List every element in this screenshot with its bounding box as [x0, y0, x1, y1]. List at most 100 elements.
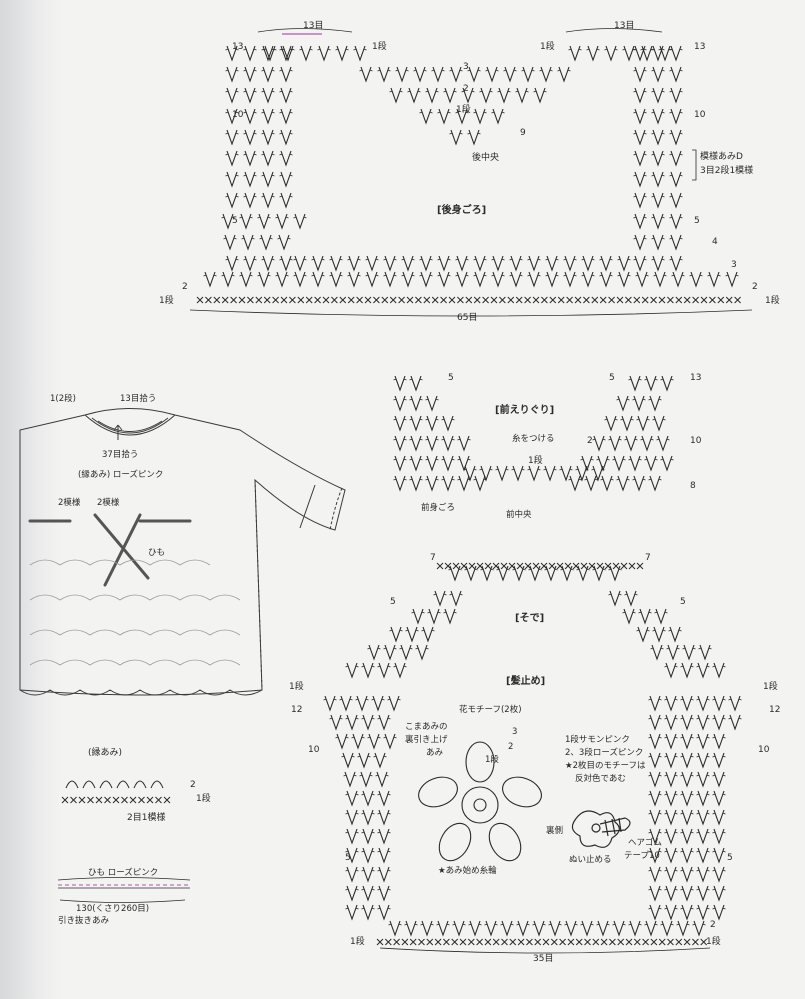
double-crochet-v-stitch — [360, 662, 376, 678]
single-crochet-stitch — [617, 938, 625, 946]
double-crochet-v-stitch — [668, 45, 684, 61]
double-crochet-v-stitch — [711, 771, 727, 787]
single-crochet-stitch — [272, 296, 280, 304]
double-crochet-v-stitch — [260, 171, 276, 187]
double-crochet-v-stitch — [350, 733, 366, 749]
single-crochet-stitch — [452, 562, 460, 570]
double-crochet-v-stitch — [400, 271, 416, 287]
double-crochet-v-stitch — [338, 695, 354, 711]
double-crochet-v-stitch — [508, 255, 524, 271]
single-crochet-stitch — [532, 562, 540, 570]
edging-picot-stitch — [116, 780, 130, 789]
double-crochet-v-stitch — [278, 192, 294, 208]
double-crochet-v-stitch — [650, 213, 666, 229]
double-crochet-v-stitch — [344, 885, 360, 901]
back-top-left-count: 13目 — [303, 21, 324, 31]
back-row-r4: 4 — [712, 237, 718, 247]
double-crochet-v-stitch — [274, 213, 290, 229]
double-crochet-v-stitch — [544, 271, 560, 287]
double-crochet-v-stitch — [650, 171, 666, 187]
back-row-r2: 2 — [752, 282, 758, 292]
motif-note-3: あみ — [426, 748, 444, 758]
single-crochet-stitch — [426, 938, 434, 946]
double-crochet-v-stitch — [334, 733, 350, 749]
sleeve-row-rb2: 2 — [710, 920, 716, 930]
double-crochet-v-stitch — [508, 271, 524, 287]
motif-start-label: ★あみ始め糸輪 — [438, 866, 497, 876]
double-crochet-v-stitch — [328, 255, 344, 271]
single-crochet-stitch — [78, 796, 86, 804]
double-crochet-v-stitch — [631, 395, 647, 411]
double-crochet-v-stitch — [621, 45, 637, 61]
sweater-ribbon — [28, 513, 192, 587]
double-crochet-v-stitch — [679, 904, 695, 920]
single-crochet-stitch — [516, 562, 524, 570]
double-crochet-v-stitch — [643, 375, 659, 391]
single-crochet-stitch — [409, 938, 417, 946]
single-crochet-stitch — [473, 296, 481, 304]
double-crochet-v-stitch — [260, 255, 276, 271]
double-crochet-v-stitch — [647, 771, 663, 787]
double-crochet-v-stitch — [679, 733, 695, 749]
back-row-mr1: 1段 — [540, 42, 555, 52]
edging-picot-stitch — [82, 780, 96, 789]
double-crochet-v-stitch — [242, 150, 258, 166]
double-crochet-v-stitch — [242, 171, 258, 187]
double-crochet-v-stitch — [342, 771, 358, 787]
double-crochet-v-stitch — [478, 465, 494, 481]
double-crochet-v-stitch — [466, 66, 482, 82]
double-crochet-v-stitch — [727, 695, 743, 711]
double-crochet-v-stitch — [695, 885, 711, 901]
single-crochet-stitch — [515, 296, 523, 304]
front-neck-chart — [392, 375, 675, 491]
double-crochet-v-stitch — [430, 66, 446, 82]
double-crochet-v-stitch — [372, 752, 388, 768]
double-crochet-v-stitch — [514, 87, 530, 103]
sleeve-row-l10: 10 — [308, 745, 320, 755]
double-crochet-v-stitch — [424, 455, 440, 471]
single-crochet-stitch — [339, 296, 347, 304]
back-row-r3: 3 — [731, 260, 737, 270]
single-crochet-stitch — [692, 296, 700, 304]
double-crochet-v-stitch — [388, 626, 404, 642]
double-crochet-v-stitch — [392, 415, 408, 431]
double-crochet-v-stitch — [711, 809, 727, 825]
double-crochet-v-stitch — [651, 415, 667, 431]
double-crochet-v-stitch — [668, 87, 684, 103]
double-crochet-v-stitch — [679, 695, 695, 711]
single-crochet-stitch — [575, 938, 583, 946]
single-crochet-stitch — [557, 296, 565, 304]
double-crochet-v-stitch — [615, 395, 631, 411]
single-crochet-stitch — [330, 296, 338, 304]
double-crochet-v-stitch — [292, 213, 308, 229]
back-top-right-count: 13目 — [614, 21, 635, 31]
single-crochet-stitch — [524, 296, 532, 304]
double-crochet-v-stitch — [663, 828, 679, 844]
sleeve-row-l12: 12 — [291, 705, 303, 715]
double-crochet-v-stitch — [344, 809, 360, 825]
double-crochet-v-stitch — [668, 171, 684, 187]
double-crochet-v-stitch — [448, 66, 464, 82]
double-crochet-v-stitch — [260, 150, 276, 166]
double-crochet-v-stitch — [647, 790, 663, 806]
double-crochet-v-stitch — [490, 108, 506, 124]
double-crochet-v-stitch — [663, 904, 679, 920]
single-crochet-stitch — [650, 296, 658, 304]
double-crochet-v-stitch — [376, 714, 392, 730]
double-crochet-v-stitch — [366, 733, 382, 749]
sleeve-row-l5: 5 — [390, 597, 396, 607]
single-crochet-stitch — [482, 296, 490, 304]
double-crochet-v-stitch — [591, 435, 607, 451]
double-crochet-v-stitch — [472, 271, 488, 287]
edging-title: (縁あみ) — [88, 748, 123, 758]
double-crochet-v-stitch — [670, 271, 686, 287]
double-crochet-v-stitch — [623, 590, 639, 606]
back-center-label: 後中央 — [472, 153, 500, 163]
front-neck-title: [前えりぐり] — [495, 405, 555, 416]
double-crochet-v-stitch — [632, 150, 648, 166]
double-crochet-v-stitch — [695, 695, 711, 711]
double-crochet-v-stitch — [679, 662, 695, 678]
double-crochet-v-stitch — [370, 695, 386, 711]
single-crochet-stitch — [725, 296, 733, 304]
double-crochet-v-stitch — [526, 465, 542, 481]
